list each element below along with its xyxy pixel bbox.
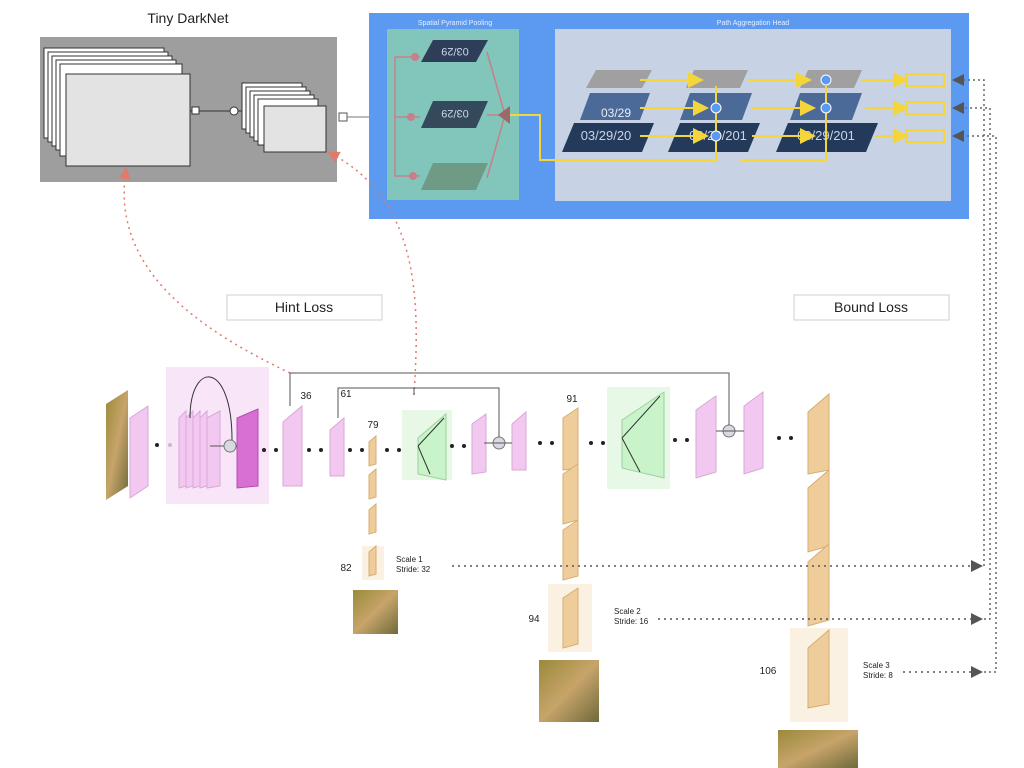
pan-node-4 (820, 102, 832, 114)
layer-91-label: 91 (566, 394, 578, 405)
spp-node-3 (409, 172, 417, 180)
ellipsis-3 (307, 448, 323, 452)
scale-1-name: Scale 1 (396, 555, 423, 564)
layer-61-label: 61 (340, 389, 352, 400)
layer-100 (743, 391, 764, 475)
bound-return-lines (952, 74, 997, 673)
layer-82-label: 82 (340, 563, 352, 574)
spp-node-2 (407, 113, 415, 121)
residual-layers (178, 408, 259, 489)
layer-88 (511, 410, 527, 471)
scale-3-stride: Stride: 8 (863, 671, 893, 680)
upsample-layer-2 (621, 391, 665, 479)
teacher-large-maps (43, 47, 191, 167)
layer-36-label: 36 (300, 391, 312, 402)
ellipsis-7 (538, 441, 554, 445)
layer-82 (368, 544, 377, 577)
pan-node-2 (710, 130, 722, 142)
layer-106 (807, 628, 830, 709)
ellipsis-2 (262, 448, 278, 452)
layer-106-label: 106 (760, 666, 777, 677)
spp-map-3 (421, 163, 488, 190)
hint-loss-box (226, 294, 383, 321)
output-image-scale-1 (353, 590, 398, 634)
teacher-node-circle (229, 106, 239, 116)
upsample-lines-2 (621, 395, 661, 473)
layer-104 (807, 468, 830, 553)
residual-skip-arc (189, 376, 233, 441)
ellipsis-8 (589, 441, 605, 445)
pan-output-3 (905, 129, 945, 143)
upsample-lines-1 (417, 417, 445, 475)
ellipsis-10 (777, 436, 793, 440)
pan-column-1 (562, 70, 654, 152)
spp-to-pan-arrow (510, 114, 560, 161)
ellipsis-4 (348, 448, 364, 452)
layer-103 (807, 392, 830, 475)
spp-map-1 (421, 40, 488, 62)
input-image (106, 390, 128, 500)
bound-loss-label: Bound Loss (834, 299, 908, 315)
pan-node-3 (820, 74, 832, 86)
hint-curve-teacher-left (118, 167, 291, 374)
output-image-scale-3 (778, 730, 858, 768)
layer-94 (562, 587, 579, 649)
layer-91 (562, 407, 579, 471)
output-image-scale-2 (539, 660, 599, 722)
pan-tile-2-text: 03/29/20 (581, 128, 632, 143)
spp-node-1 (411, 53, 419, 61)
layer-79 (368, 434, 377, 467)
layer-36 (282, 404, 303, 487)
layer-61 (329, 416, 345, 477)
shortcut-node-1 (223, 439, 237, 453)
scale-output-arrows (452, 560, 983, 678)
teacher-node-square (191, 106, 200, 115)
layer-79-label: 79 (367, 420, 379, 431)
pan-node-1 (710, 102, 722, 114)
layer-98 (695, 395, 717, 479)
spp-label: Spatial Pyramid Pooling (418, 20, 492, 27)
layer-80 (368, 467, 377, 500)
pan-output-1 (905, 73, 945, 87)
teacher-output-node (338, 112, 348, 122)
bound-loss-box (793, 294, 950, 321)
spp-map-2 (421, 101, 488, 128)
scale-1-stride: Stride: 32 (396, 565, 431, 574)
pan-tile-1-text: 03/29 (601, 106, 631, 120)
ellipsis-9 (673, 438, 689, 442)
layer-81 (368, 502, 377, 535)
teacher-small-maps (241, 82, 327, 153)
layer-105 (807, 542, 830, 627)
hint-curve-teacher-right (327, 151, 417, 396)
ellipsis-5 (385, 448, 401, 452)
layer-94-label: 94 (528, 614, 540, 625)
layer-93 (562, 519, 579, 581)
route-lines (289, 372, 744, 444)
scale-2-stride: Stride: 16 (614, 617, 649, 626)
spp-map-1-text: 03/29 (441, 45, 469, 57)
conv-layer-1 (129, 405, 149, 499)
teacher-title: Tiny DarkNet (147, 10, 228, 26)
hint-loss-label: Hint Loss (275, 299, 333, 315)
ellipsis-6 (450, 444, 466, 448)
layer-86 (471, 413, 487, 475)
layer-92 (562, 463, 579, 525)
scale-2-name: Scale 2 (614, 607, 641, 616)
spp-map-2-text: 03/29 (441, 107, 469, 119)
pan-output-2 (905, 101, 945, 115)
scale-3-name: Scale 3 (863, 661, 890, 670)
spp-merge-arrow (498, 106, 510, 124)
pan-label: Path Aggregation Head (717, 20, 789, 27)
